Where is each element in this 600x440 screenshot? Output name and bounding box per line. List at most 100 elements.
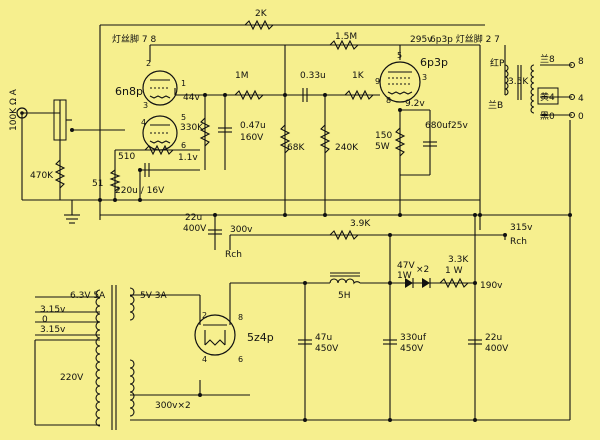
res-150	[394, 127, 406, 157]
pin-label: 3	[422, 73, 427, 82]
label-1-5m: 1.5M	[335, 32, 357, 42]
label-1k: 1K	[352, 71, 365, 81]
volume-pot	[53, 99, 72, 141]
label-tap-8: 8	[578, 57, 584, 67]
label-450v-a: 450V	[315, 344, 339, 354]
label-47v-1w: 1W	[397, 271, 412, 281]
pin-label: 1	[181, 79, 186, 88]
res-68k	[279, 124, 291, 154]
label-wire-yellow: 黄4	[540, 91, 555, 103]
resistors	[54, 19, 469, 289]
label-315v: 315v	[510, 223, 533, 233]
cap-22u-bottom	[468, 339, 482, 345]
labels: 2K 灯丝脚 7 8 6p3p 灯丝脚 2 7 6n8p 6p3p 5z4p 1…	[9, 9, 584, 411]
label-51: 51	[92, 179, 103, 189]
label-22u-bottom: 22u	[485, 333, 502, 343]
tube-rectifier	[194, 314, 236, 356]
output-transformer	[504, 62, 575, 118]
pin-numbers: 2 1 3 4 5 6 5 9 3 8 2 8 4 6	[141, 51, 427, 364]
label-22u-top: 22u	[185, 213, 202, 223]
label-150: 150	[375, 131, 392, 141]
label-wire-blue8: 兰8	[540, 53, 555, 65]
label-5w: 5W	[375, 142, 390, 152]
cap-0-47u	[218, 127, 232, 133]
label-68k: 68K	[287, 143, 305, 153]
pin-label: 6	[181, 141, 186, 150]
pin-label: 5	[181, 113, 186, 122]
label-heater-pins-right: 6p3p 灯丝脚 2 7	[430, 33, 500, 45]
pin-label: 4	[202, 355, 207, 364]
label-680u: 680uf25v	[425, 121, 469, 131]
label-tube-v1: 6n8p	[115, 85, 143, 98]
label-wire-red: 红P	[490, 57, 505, 69]
res-3-9k	[329, 229, 359, 241]
res-1k	[344, 89, 374, 101]
label-volume-pot: 100K Ω A	[9, 88, 19, 131]
label-5v-3a: 5V 3A	[140, 291, 167, 301]
label-220v: 220V	[60, 373, 84, 383]
pin-label: 5	[397, 51, 402, 60]
label-tube-rectifier: 5z4p	[247, 331, 274, 344]
label-wire-blue: 兰B	[488, 99, 503, 111]
tube-v1-lower	[142, 115, 178, 151]
label-47v: 47V	[397, 261, 415, 271]
label-295v: 295v	[410, 35, 433, 45]
pin-label: 4	[141, 118, 146, 127]
label-rch-1: Rch	[225, 250, 242, 260]
label-9-2v: 9.2v	[405, 99, 425, 109]
label-heater-pins-left: 灯丝脚 7 8	[112, 33, 156, 45]
label-tap-0: 0	[578, 112, 584, 122]
label-tap-zero: 0	[42, 315, 48, 325]
tube-v1-upper	[142, 70, 178, 106]
junction-dots	[70, 93, 572, 422]
label-wire-black: 黑0	[540, 111, 555, 122]
wires	[21, 24, 572, 426]
res-2k	[244, 19, 274, 31]
pin-label: 3	[143, 101, 148, 110]
label-220u: 220u / 16V	[115, 186, 165, 196]
label-330k: 330K	[180, 123, 204, 133]
res-51	[109, 169, 121, 192]
res-3-3k	[439, 277, 469, 289]
label-rch-2: Rch	[510, 237, 527, 247]
label-0-33u: 0.33u	[300, 71, 326, 81]
label-450v-b: 450V	[400, 344, 424, 354]
label-300v-x2: 300v×2	[155, 401, 191, 411]
diodes	[405, 278, 431, 288]
res-1m	[234, 89, 264, 101]
pin-label: 6	[238, 355, 243, 364]
label-3-3k-1w: 1 W	[445, 266, 463, 276]
label-470k: 470K	[30, 171, 54, 181]
cap-330u	[383, 339, 397, 345]
label-tube-v2: 6p3p	[420, 56, 448, 69]
label-330uf: 330uf	[400, 333, 427, 343]
cap-220u	[144, 163, 150, 177]
pin-label: 2	[146, 59, 151, 68]
label-190v: 190v	[480, 281, 503, 291]
label-3-9k: 3.9K	[350, 219, 371, 229]
label-400v-top: 400V	[183, 224, 207, 234]
label-44v: 44v	[183, 93, 200, 103]
cap-47u	[298, 339, 312, 345]
label-6-3v-5a: 6.3V 5A	[70, 291, 106, 301]
res-330k	[199, 117, 211, 147]
label-3-5k: 3.5K	[508, 77, 529, 87]
cap-680u	[423, 141, 437, 147]
label-300v: 300v	[230, 225, 253, 235]
power-transformer	[95, 285, 135, 430]
label-3-3k: 3.3K	[448, 255, 469, 265]
res-240k	[319, 124, 331, 154]
label-240k: 240K	[335, 143, 359, 153]
pin-label: 2	[202, 311, 207, 320]
label-47v-x2: ×2	[416, 265, 429, 275]
pin-label: 8	[238, 313, 243, 322]
res-1-5m	[329, 39, 359, 51]
cap-0-33u	[302, 88, 308, 102]
choke	[329, 272, 361, 285]
tube-v2	[379, 61, 421, 103]
input-jack	[16, 107, 28, 119]
pin-label: 8	[386, 96, 391, 105]
label-5h: 5H	[338, 291, 351, 301]
capacitors	[144, 88, 482, 345]
label-510: 510	[118, 152, 135, 162]
